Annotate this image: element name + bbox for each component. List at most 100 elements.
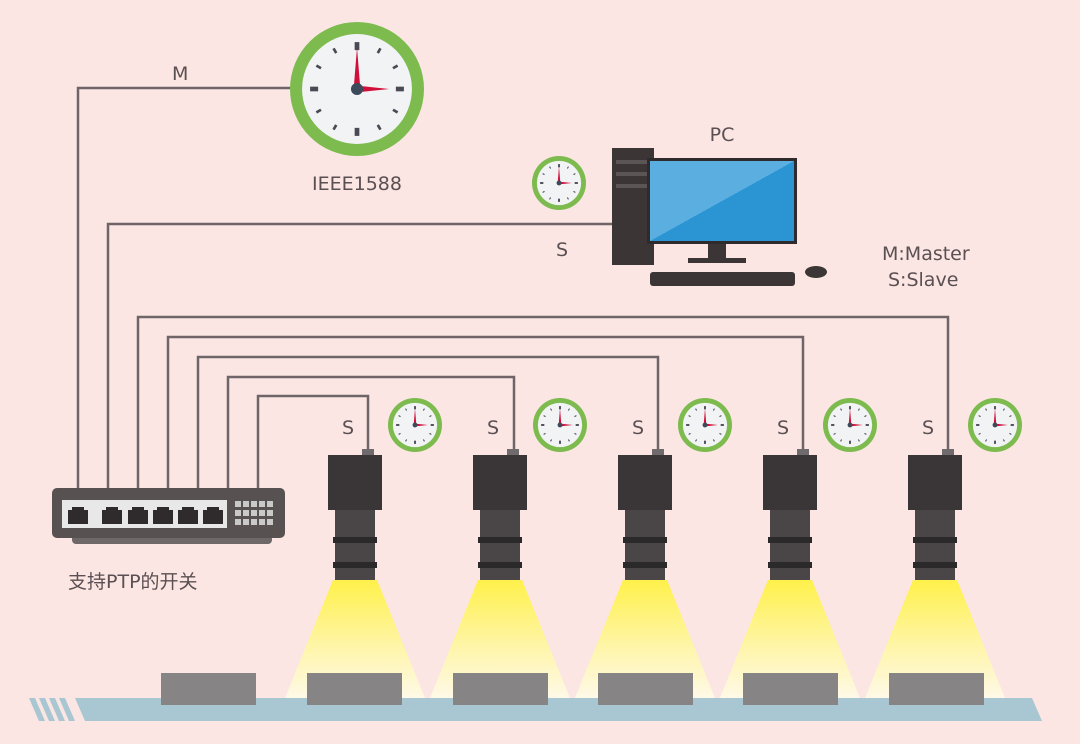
status-led [267, 501, 273, 507]
ethernet-port [203, 507, 223, 524]
camera-1-cable [256, 394, 370, 490]
master-clock-cable [76, 86, 292, 490]
camera-clock-icon [388, 398, 442, 452]
clock-tick [315, 64, 322, 70]
clock-tick [566, 197, 569, 200]
clock-tick [574, 432, 577, 435]
camera-lens [915, 510, 955, 580]
camera-lens [625, 510, 665, 580]
status-led [235, 510, 241, 516]
camera-body [618, 455, 672, 510]
clock-center [847, 422, 853, 428]
product-box [161, 673, 256, 705]
status-led [267, 519, 273, 525]
hour-hand [415, 423, 428, 427]
clock-center [992, 422, 998, 428]
clock-tick [405, 408, 408, 411]
hour-hand [850, 423, 863, 427]
clock-tick [567, 439, 570, 442]
camera-3-cable [196, 355, 660, 490]
clock-tick [398, 432, 401, 435]
clock-tick [429, 415, 432, 418]
clock-tick [315, 108, 322, 114]
clock-tick [688, 415, 691, 418]
clock-tick [429, 432, 432, 435]
camera-body [908, 455, 962, 510]
light-beam [285, 580, 425, 698]
status-led [243, 519, 249, 525]
clock-tick [376, 47, 382, 54]
clock-tick [985, 439, 988, 442]
clock-tick [688, 432, 691, 435]
ethernet-port [68, 507, 88, 524]
clock-tick [1002, 408, 1005, 411]
lens-ring [333, 562, 377, 568]
clock-tick [1009, 432, 1012, 435]
master-role-label: M [172, 63, 188, 85]
clock-tick [398, 415, 401, 418]
status-led [235, 501, 241, 507]
clock-tick [332, 124, 338, 131]
clock-center [412, 422, 418, 428]
minute-hand [353, 47, 361, 89]
pc-cable [106, 222, 614, 490]
camera-1: S [285, 398, 442, 705]
clock-tick [543, 415, 546, 418]
product-box [453, 673, 548, 705]
camera-body [473, 455, 527, 510]
clock-tick [392, 64, 399, 70]
clock-tick [543, 432, 546, 435]
camera-connector [942, 449, 954, 456]
status-led [251, 510, 257, 516]
clock-tick [857, 439, 860, 442]
camera-5: S [865, 398, 1022, 705]
lens-ring [333, 537, 377, 543]
lens-ring [478, 537, 522, 543]
camera-connector [797, 449, 809, 456]
camera-lens [480, 510, 520, 580]
clock-tick [405, 439, 408, 442]
clock-tick [422, 439, 425, 442]
mouse [805, 266, 827, 278]
legend-slave: S:Slave [888, 269, 958, 291]
clock-tick [695, 408, 698, 411]
minute-hand [557, 166, 561, 183]
minute-hand [413, 408, 417, 425]
clock-tick [719, 432, 722, 435]
status-led [259, 519, 265, 525]
camera-clock-icon [968, 398, 1022, 452]
clock-tick [392, 108, 399, 114]
camera-2: S [430, 398, 587, 705]
clock-tick [695, 439, 698, 442]
clock-tick [978, 432, 981, 435]
clock-tick [376, 124, 382, 131]
camera-2-cable [226, 375, 516, 490]
ethernet-port [178, 507, 198, 524]
clock-tick [712, 439, 715, 442]
clock-tick [542, 173, 545, 176]
clock-center [556, 180, 562, 186]
clock-tick [422, 408, 425, 411]
switch-label: 支持PTP的开关 [68, 571, 198, 593]
clock-tick [978, 415, 981, 418]
camera-5-cable [136, 315, 950, 490]
clock-tick [567, 408, 570, 411]
status-led [259, 501, 265, 507]
product-box [598, 673, 693, 705]
ethernet-port [153, 507, 173, 524]
minute-hand [993, 408, 997, 425]
camera-connector [652, 449, 664, 456]
status-led [267, 510, 273, 516]
ieee1588-label: IEEE1588 [312, 173, 402, 195]
camera-body [328, 455, 382, 510]
lens-ring [478, 562, 522, 568]
light-beam [430, 580, 570, 698]
product-box [307, 673, 402, 705]
clock-tick [712, 408, 715, 411]
minute-hand [558, 408, 562, 425]
camera-role-label: S [777, 417, 789, 439]
clock-tick [864, 432, 867, 435]
product-box [743, 673, 838, 705]
camera-role-label: S [922, 417, 934, 439]
camera-role-label: S [342, 417, 354, 439]
